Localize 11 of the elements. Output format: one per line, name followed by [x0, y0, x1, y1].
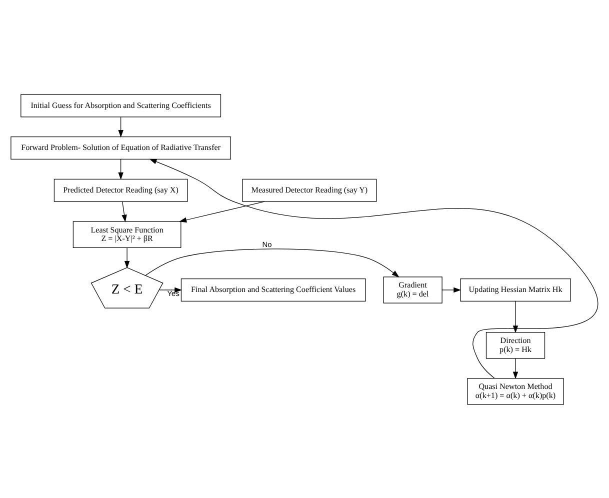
arrow	[159, 286, 182, 292]
arrow	[149, 158, 598, 378]
arrow	[118, 116, 124, 137]
arrow	[118, 158, 124, 180]
arrow	[122, 200, 127, 222]
arrow	[179, 200, 265, 222]
arrow	[145, 248, 400, 277]
arrow	[512, 300, 518, 333]
arrow	[124, 246, 130, 268]
arrow	[442, 286, 462, 292]
arrow	[512, 358, 518, 379]
